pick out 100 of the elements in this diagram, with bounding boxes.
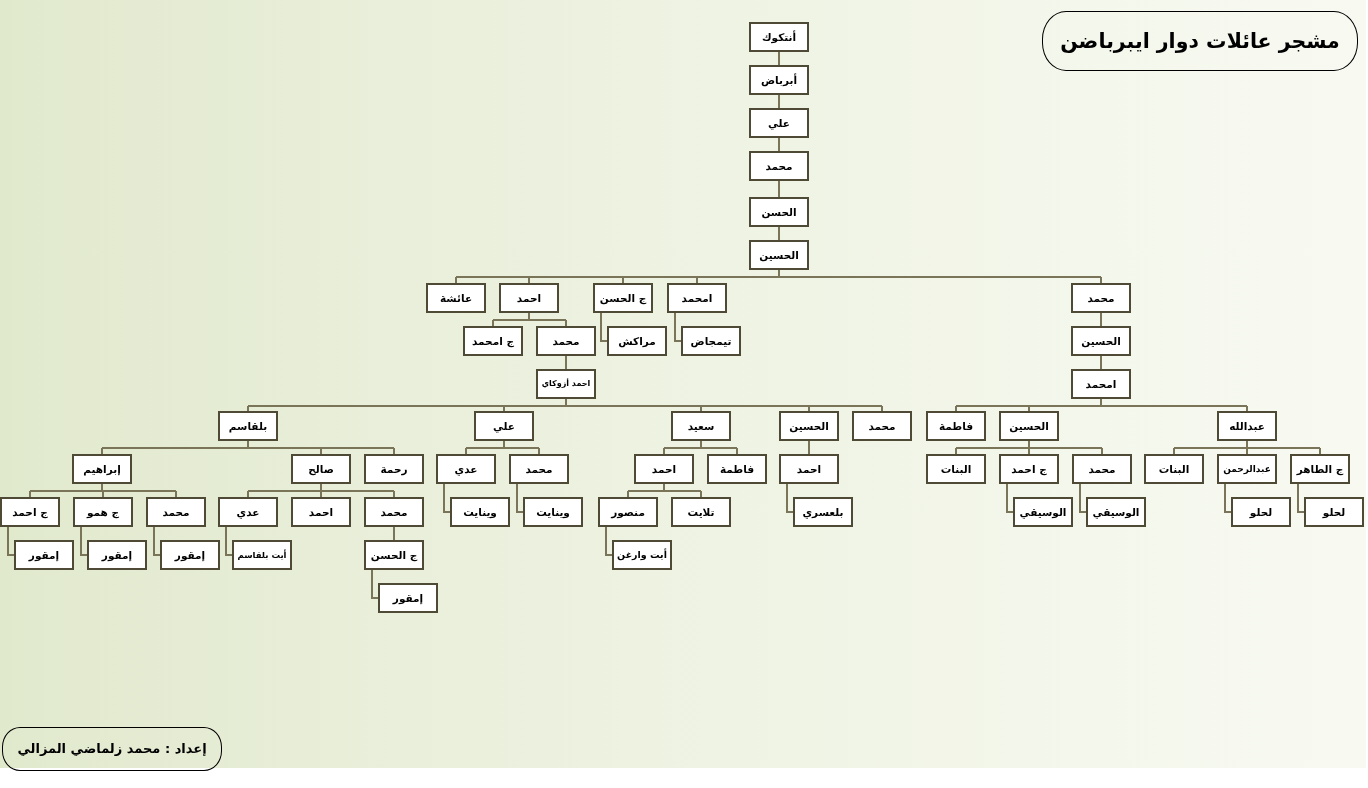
connector-line <box>80 526 88 556</box>
connector-line <box>393 526 395 541</box>
connector-line <box>371 569 379 599</box>
connector-line <box>1224 483 1232 513</box>
connector-line <box>778 226 780 241</box>
title-box: مشجر عائلات دوار ايبرباضن <box>1042 11 1358 71</box>
connector-line <box>674 312 682 342</box>
person-box: محمد <box>852 411 912 441</box>
person-box: الحسين <box>1071 326 1131 356</box>
person-box: الحسين <box>779 411 839 441</box>
connector-line <box>605 526 613 556</box>
person-box: ج امحمد <box>463 326 523 356</box>
person-box: عائشة <box>426 283 486 313</box>
person-box: احمد <box>779 454 839 484</box>
person-box: ج احمد <box>999 454 1059 484</box>
person-box: الحسين <box>749 240 809 270</box>
connector-line <box>492 312 567 327</box>
connector-line <box>516 483 524 513</box>
person-box: أيت بلقاسم <box>232 540 292 570</box>
person-box: عبدالله <box>1217 411 1277 441</box>
connector-line <box>247 398 883 412</box>
person-box: عدي <box>218 497 278 527</box>
connector-line <box>247 483 395 498</box>
person-box: الوسيقي <box>1013 497 1073 527</box>
person-box: الحسن <box>749 197 809 227</box>
connector-line <box>627 483 702 498</box>
person-box: تلايت <box>671 497 731 527</box>
connector-line <box>101 440 395 455</box>
connector-line <box>7 526 15 556</box>
connector-line <box>778 180 780 198</box>
person-box: لحلو <box>1231 497 1291 527</box>
person-box: علي <box>749 108 809 138</box>
connector-line <box>663 440 738 455</box>
person-box: بلعسري <box>793 497 853 527</box>
person-box: ج الحسن <box>593 283 653 313</box>
person-box: فاطمة <box>707 454 767 484</box>
connector-line <box>778 94 780 109</box>
person-box: وينايت <box>523 497 583 527</box>
connector-line <box>465 440 540 455</box>
person-box: إمقور <box>378 583 438 613</box>
connector-line <box>225 526 233 556</box>
connector-line <box>1297 483 1305 513</box>
person-box: تيمجاض <box>681 326 741 356</box>
person-box: وينايت <box>450 497 510 527</box>
person-box: ج الحسن <box>364 540 424 570</box>
person-box: محمد <box>509 454 569 484</box>
person-box: احمد <box>499 283 559 313</box>
person-box: صالح <box>291 454 351 484</box>
connector-line <box>808 440 810 455</box>
connector-line <box>1100 355 1102 370</box>
person-box: أبرباض <box>749 65 809 95</box>
person-box: فاطمة <box>926 411 986 441</box>
connector-line <box>1079 483 1087 513</box>
person-box: رحمة <box>364 454 424 484</box>
person-box: ج الطاهر <box>1290 454 1350 484</box>
person-box: الحسين <box>999 411 1059 441</box>
connector-line <box>600 312 608 342</box>
person-box: عبدالرحمن <box>1217 454 1277 484</box>
connector-line <box>455 269 1102 284</box>
person-box: علي <box>474 411 534 441</box>
connector-line <box>153 526 161 556</box>
person-box: احمد <box>634 454 694 484</box>
connector-line <box>1100 312 1102 327</box>
person-box: أيت وارغن <box>612 540 672 570</box>
connector-line <box>443 483 451 513</box>
person-box: سعيد <box>671 411 731 441</box>
person-box: احمد أزوكاي <box>536 369 596 399</box>
connector-line <box>955 398 1248 412</box>
person-box: إمقور <box>14 540 74 570</box>
person-box: مراكش <box>607 326 667 356</box>
person-box: محمد <box>364 497 424 527</box>
person-box: محمد <box>1072 454 1132 484</box>
person-box: منصور <box>598 497 658 527</box>
connector-line <box>29 483 177 498</box>
person-box: لحلو <box>1304 497 1364 527</box>
connector-line <box>565 355 567 370</box>
person-box: عدي <box>436 454 496 484</box>
connector-line <box>778 137 780 152</box>
person-box: بلقاسم <box>218 411 278 441</box>
person-box: البنات <box>926 454 986 484</box>
person-box: أنتكوك <box>749 22 809 52</box>
person-box: محمد <box>536 326 596 356</box>
connector-line <box>955 440 1103 455</box>
person-box: امحمد <box>667 283 727 313</box>
person-box: إبراهيم <box>72 454 132 484</box>
connector-line <box>786 483 794 513</box>
person-box: إمقور <box>87 540 147 570</box>
person-box: إمقور <box>160 540 220 570</box>
person-box: الوسيقي <box>1086 497 1146 527</box>
connector-line <box>1173 440 1321 455</box>
person-box: ج همو <box>73 497 133 527</box>
connector-line <box>778 51 780 66</box>
credit-box: إعداد : محمد زلماضي المزالي <box>2 727 222 771</box>
person-box: محمد <box>749 151 809 181</box>
person-box: البنات <box>1144 454 1204 484</box>
person-box: ج احمد <box>0 497 60 527</box>
connector-line <box>1006 483 1014 513</box>
person-box: محمد <box>1071 283 1131 313</box>
person-box: امحمد <box>1071 369 1131 399</box>
person-box: احمد <box>291 497 351 527</box>
